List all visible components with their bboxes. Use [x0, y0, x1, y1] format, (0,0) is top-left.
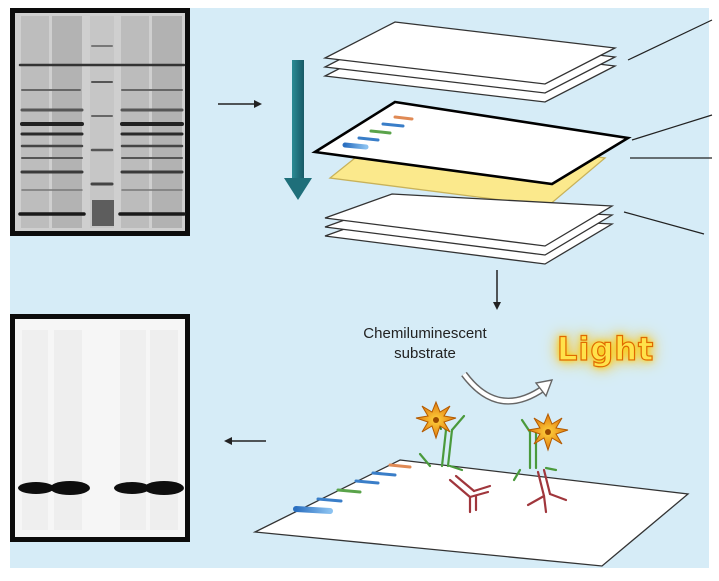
- starburst-enzyme-icon: [415, 400, 457, 440]
- blot-bands: [18, 481, 184, 495]
- substrate-label-line2: substrate: [394, 345, 456, 362]
- down-small-arrow-icon: [493, 270, 501, 310]
- light-label: Light: [556, 329, 655, 368]
- right-arrow-icon: [218, 100, 262, 108]
- gel-protein-bands: [342, 115, 414, 150]
- leader-lines: [623, 19, 713, 235]
- transfer-stack: [311, 21, 632, 265]
- substrate-label: Chemiluminescent substrate: [340, 324, 510, 364]
- substrate-label-line1: Chemiluminescent: [363, 325, 487, 342]
- gel-sheet: [311, 100, 632, 186]
- blot-image: [10, 314, 190, 542]
- filter-paper-bottom-1: [324, 193, 615, 247]
- starburst-enzyme-icon: [527, 412, 569, 452]
- down-arrow-icon: [284, 60, 312, 200]
- membrane-protein-bands: [293, 463, 412, 514]
- filter-paper-top-1: [322, 21, 618, 85]
- left-arrow-icon: [224, 437, 266, 445]
- antibody-complex-left: [418, 412, 492, 514]
- curved-arrow-icon: [461, 371, 554, 405]
- blot-lanes: [22, 330, 178, 530]
- gel-bands: [18, 45, 186, 226]
- gel-image: [10, 8, 190, 236]
- detection-membrane: [252, 400, 690, 567]
